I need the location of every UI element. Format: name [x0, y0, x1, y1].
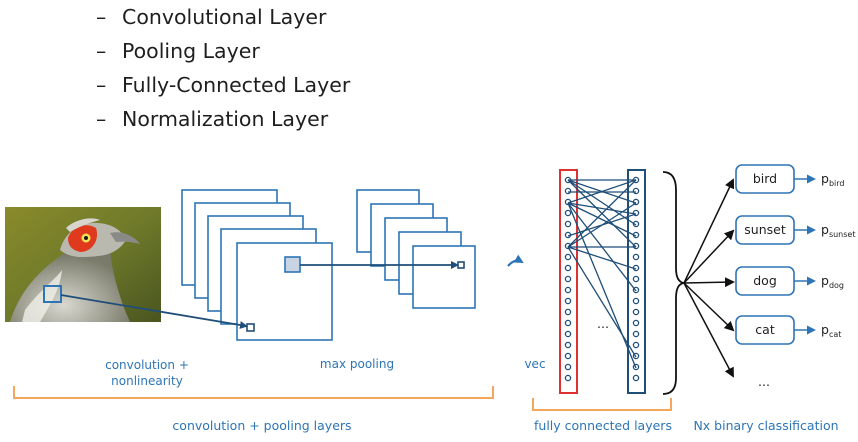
bullet-label: Convolutional Layer	[122, 5, 327, 29]
class-bird: bird pbird	[735, 164, 844, 194]
svg-text:pdog: pdog	[821, 273, 844, 290]
neuron-dot	[564, 341, 572, 349]
neuron-dot	[564, 330, 572, 338]
bullet-dash: –	[96, 107, 107, 131]
class-label: cat	[755, 322, 775, 337]
neuron-dot	[632, 341, 640, 349]
conv-pool-layers-label: convolution + pooling layers	[172, 418, 351, 433]
conv-label-line1: convolution +	[105, 358, 189, 372]
vec-label: vec	[524, 357, 545, 371]
neuron-dot	[564, 264, 572, 272]
bullet-item: –Convolutional Layer	[96, 0, 350, 34]
neuron-dot	[632, 319, 640, 327]
class-label: sunset	[744, 222, 786, 237]
prob-label: p	[821, 322, 829, 337]
neuron-dot	[564, 374, 572, 382]
neuron-dot	[564, 253, 572, 261]
prob-subscript: bird	[829, 179, 845, 188]
neuron-dot	[564, 363, 572, 371]
neuron-dot	[564, 297, 572, 305]
class-sunset: sunset psunset	[735, 215, 855, 245]
neuron-dot	[564, 275, 572, 283]
neuron-dot	[632, 297, 640, 305]
svg-text:pcat: pcat	[821, 322, 841, 339]
prob-subscript: sunset	[829, 230, 856, 239]
neuron-dot	[632, 253, 640, 261]
neuron-dot	[564, 319, 572, 327]
flatten-arrow-icon	[507, 254, 524, 267]
neuron-dot	[564, 187, 572, 195]
input-patch	[43, 285, 62, 303]
conv-arrow	[60, 294, 248, 329]
class-label: bird	[753, 171, 777, 186]
conv-feature-maps	[181, 189, 333, 341]
fc-brace	[662, 171, 685, 395]
pooling-feature-maps	[356, 189, 476, 309]
class-label: dog	[753, 273, 777, 288]
bullet-dash: –	[96, 39, 107, 63]
conv-label-line2: nonlinearity	[111, 374, 183, 388]
vec-column	[559, 169, 578, 394]
bullet-dash: –	[96, 73, 107, 97]
neuron-dot	[632, 187, 640, 195]
class-arrows	[683, 178, 735, 378]
class-dog: dog pdog	[735, 266, 844, 296]
prob-label: p	[821, 171, 829, 186]
svg-text:pbird: pbird	[821, 171, 844, 188]
neuron-dot	[564, 352, 572, 360]
binary-classification-label: Nx binary classification	[693, 418, 838, 433]
prob-subscript: cat	[829, 330, 841, 339]
neuron-dot	[632, 275, 640, 283]
neuron-dot	[564, 286, 572, 294]
conv-pool-bracket	[13, 386, 494, 399]
bullet-label: Pooling Layer	[122, 39, 260, 63]
neuron-dot	[632, 374, 640, 382]
neuron-dot	[564, 308, 572, 316]
layer-types-list: –Convolutional Layer –Pooling Layer –Ful…	[96, 0, 350, 136]
neuron-dot	[564, 209, 572, 217]
bullet-label: Fully-Connected Layer	[122, 73, 351, 97]
fc-layers-label: fully connected layers	[534, 418, 672, 433]
svg-text:psunset: psunset	[821, 222, 855, 239]
bullet-item: –Normalization Layer	[96, 102, 350, 136]
bullet-item: –Pooling Layer	[96, 34, 350, 68]
prob-subscript: dog	[829, 281, 844, 290]
prob-label: p	[821, 273, 829, 288]
prob-label: p	[821, 222, 829, 237]
bullet-label: Normalization Layer	[122, 107, 329, 131]
max-pooling-label: max pooling	[320, 357, 394, 371]
fc-neurons	[632, 176, 640, 382]
bird-photo	[5, 207, 161, 322]
class-cat: cat pcat	[735, 315, 841, 345]
neuron-dot	[632, 308, 640, 316]
neuron-dot	[632, 330, 640, 338]
fc-ellipsis: ...	[597, 316, 609, 331]
bullet-item: –Fully-Connected Layer	[96, 68, 350, 102]
fc-connections	[567, 179, 637, 369]
neuron-dot	[564, 220, 572, 228]
bullet-dash: –	[96, 5, 107, 29]
class-ellipsis: ...	[758, 374, 770, 389]
fc-bracket	[532, 398, 672, 411]
